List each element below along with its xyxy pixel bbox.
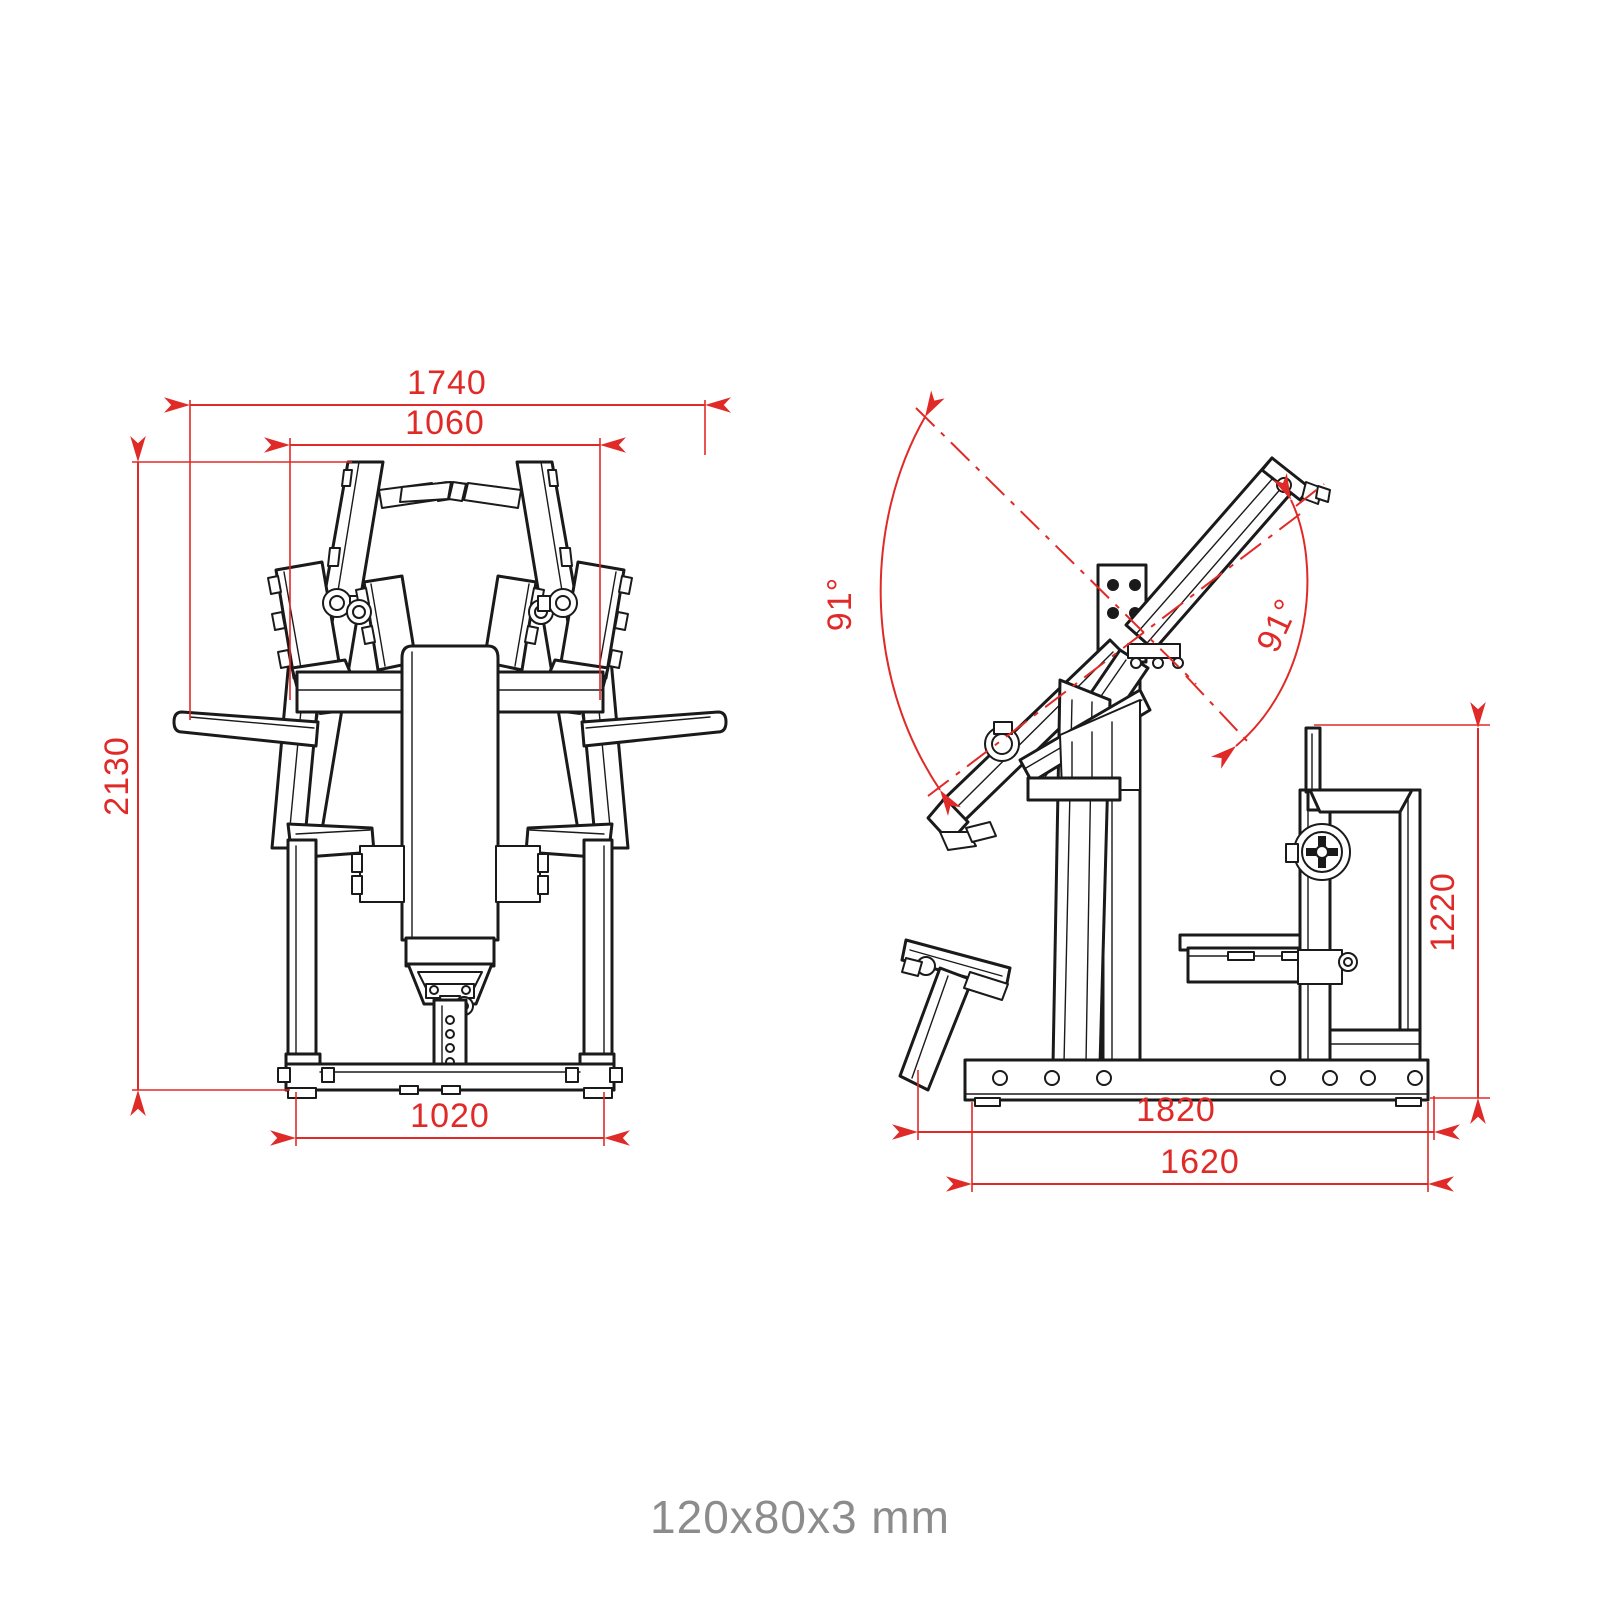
side-seat-pad: [1178, 933, 1312, 984]
front-right-handle: [399, 481, 522, 509]
front-back-pad: [400, 644, 500, 942]
front-upright-right: [582, 838, 614, 1062]
dim-label-1620: 1620: [1160, 1143, 1240, 1181]
side-base-rail: [963, 1058, 1430, 1107]
dim-label-angle-left: 91°: [821, 577, 859, 631]
dim-label-2130: 2130: [98, 736, 136, 816]
profile-spec-caption: 120x80x3 mm: [650, 1491, 950, 1543]
dim-base-width-1020: 1020: [270, 1092, 630, 1146]
dim-angle-right-91: 91°: [1211, 473, 1309, 769]
dim-seat-back-height-1220: 1220: [1314, 702, 1490, 1124]
front-base-assembly: [277, 1052, 623, 1099]
dim-arm-span-1060: 1060: [264, 404, 626, 700]
side-lower-pad-arm: [898, 938, 1012, 1092]
front-side-handle-left: [172, 710, 320, 748]
dim-overall-width-1740: 1740: [164, 364, 731, 720]
side-elevation-view: 91° 91° 1220 1820: [821, 390, 1490, 1192]
dim-label-1060: 1060: [405, 404, 485, 442]
dim-label-1820: 1820: [1136, 1091, 1216, 1129]
side-lever-pivot-eye: [984, 721, 1020, 762]
side-rear-upright: [1297, 726, 1358, 1067]
front-pivot-block-right: [495, 845, 549, 903]
dim-label-1740: 1740: [407, 364, 487, 402]
dim-overall-height-2130: 2130: [98, 436, 352, 1116]
angle-centerlines: [915, 407, 1325, 797]
dim-label-1220: 1220: [1424, 872, 1462, 952]
front-upright-left: [286, 838, 318, 1062]
dim-overall-depth-1820: 1820: [892, 1070, 1460, 1140]
front-elevation-view: 1740 1060 2130 1020: [98, 364, 731, 1146]
front-side-handle-right: [580, 710, 728, 748]
front-pivot-block-left: [351, 845, 405, 903]
side-foot-plate: [1026, 776, 1122, 802]
front-weight-horn-inner-left: [346, 574, 418, 672]
dim-base-depth-1620: 1620: [946, 1102, 1454, 1192]
dim-angle-left-91: 91°: [821, 390, 961, 816]
dim-label-1020: 1020: [410, 1097, 490, 1135]
side-star-knob: [1285, 823, 1351, 881]
